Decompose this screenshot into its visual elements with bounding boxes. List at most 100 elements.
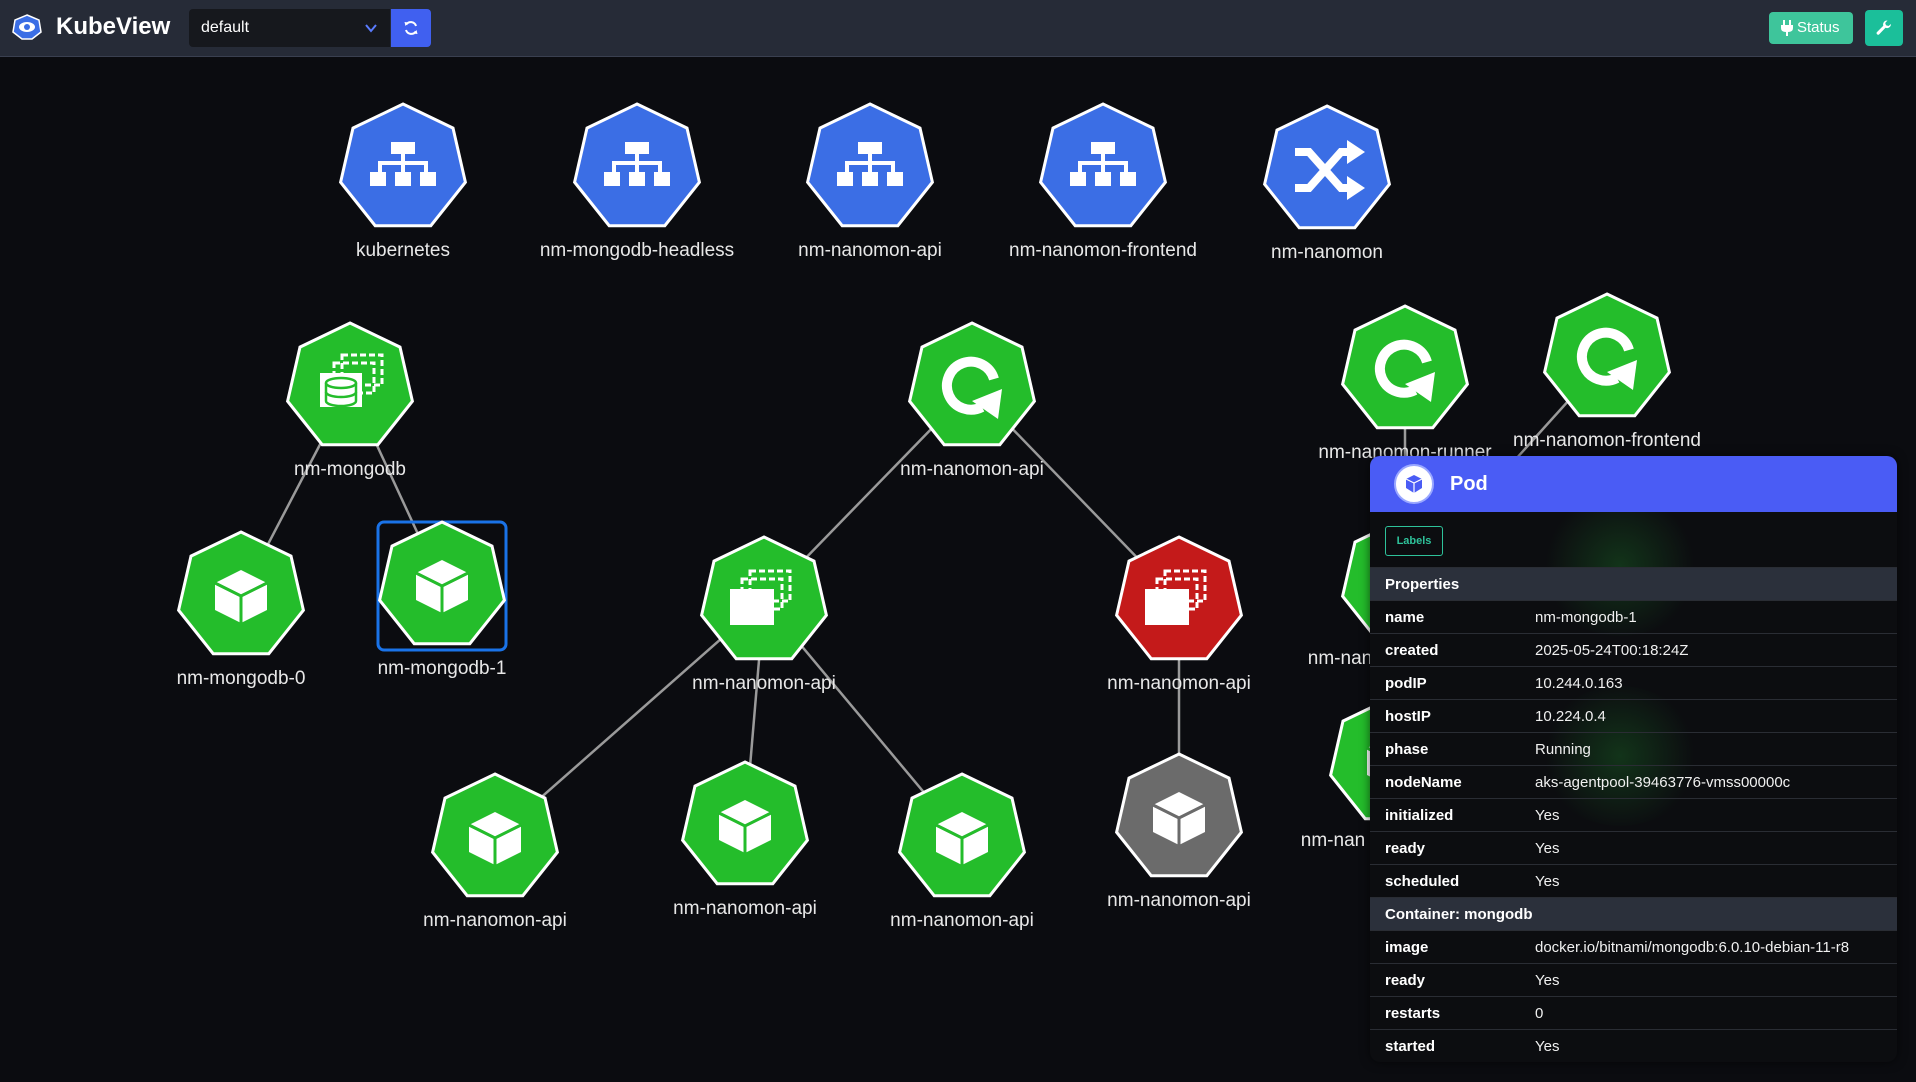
- property-value: 10.224.0.4: [1535, 708, 1606, 725]
- plug-icon: [1781, 20, 1793, 36]
- property-row: image docker.io/bitnami/mongodb:6.0.10-de…: [1370, 930, 1897, 963]
- node-label: nm-nanomon-api: [692, 673, 836, 694]
- deployment-icon: [1374, 339, 1435, 402]
- property-value: Yes: [1535, 840, 1560, 857]
- property-key: started: [1385, 1038, 1436, 1055]
- wrench-icon: [1876, 20, 1892, 35]
- graph-node-svc-nanomon-frontend[interactable]: nm-nanomon-frontend: [1009, 102, 1197, 261]
- graph-node-deploy-frontend[interactable]: nm-nanomon-frontend: [1513, 292, 1701, 451]
- node-label: nm-nanomon-api: [798, 240, 942, 261]
- service-icon: [1070, 142, 1136, 186]
- refresh-icon: [404, 21, 418, 35]
- pod-icon: [415, 560, 469, 613]
- namespace-select[interactable]: default: [189, 9, 390, 47]
- property-key: ready: [1385, 972, 1426, 989]
- property-row: podIP 10.244.0.163: [1370, 666, 1897, 699]
- node-shape: [907, 321, 1037, 447]
- node-label: nm-mongodb: [294, 459, 406, 480]
- graph-node-rs-api-b[interactable]: nm-nanomon-api: [1107, 535, 1251, 694]
- pod-icon: [1152, 792, 1206, 845]
- chevron-down-icon: [365, 24, 377, 33]
- resource-graph[interactable]: kubernetes nm-mongodb-headless nm-nanomo…: [0, 56, 1916, 1082]
- node-label: nm-nanomon-api: [423, 910, 567, 931]
- pod-badge-icon: [1394, 464, 1434, 504]
- pod-icon: [214, 570, 268, 623]
- property-row: created 2025-05-24T00:18:24Z: [1370, 633, 1897, 666]
- deployment-icon: [1576, 327, 1637, 390]
- graph-node-pod-api-1[interactable]: nm-nanomon-api: [423, 772, 567, 931]
- property-value: aks-agentpool-39463776-vmss00000c: [1535, 774, 1791, 791]
- deployment-icon: [941, 356, 1002, 419]
- property-key: image: [1385, 939, 1429, 956]
- node-label: nm-nanomon-frontend: [1009, 240, 1197, 261]
- property-row: hostIP 10.224.0.4: [1370, 699, 1897, 732]
- node-label: kubernetes: [356, 240, 450, 261]
- property-key: nodeName: [1385, 774, 1462, 791]
- graph-node-rs-api-a[interactable]: nm-nanomon-api: [692, 535, 836, 694]
- property-value: 0: [1535, 1005, 1544, 1022]
- graph-node-sts-mongodb[interactable]: nm-mongodb: [285, 321, 415, 480]
- node-label: nm-mongodb-headless: [540, 240, 734, 261]
- property-value: Yes: [1535, 972, 1560, 989]
- property-key: initialized: [1385, 807, 1454, 824]
- property-value: Running: [1535, 741, 1591, 758]
- pod-icon: [718, 800, 772, 853]
- graph-node-pod-api-4[interactable]: nm-nanomon-api: [1107, 752, 1251, 911]
- tools-button[interactable]: [1865, 10, 1903, 46]
- top-bar: KubeView default Status: [0, 0, 1916, 57]
- property-value: docker.io/bitnami/mongodb:6.0.10-debian-…: [1535, 939, 1850, 956]
- graph-node-svc-nanomon-api[interactable]: nm-nanomon-api: [798, 102, 942, 261]
- graph-node-pod-mongodb-1[interactable]: nm-mongodb-1: [376, 520, 508, 679]
- property-key: hostIP: [1385, 708, 1431, 725]
- app-title: KubeView: [56, 13, 171, 40]
- graph-node-pod-api-3[interactable]: nm-nanomon-api: [890, 772, 1034, 931]
- property-key: ready: [1385, 840, 1426, 857]
- property-value: Yes: [1535, 873, 1560, 890]
- namespace-value: default: [201, 19, 250, 36]
- node-label: nm-mongodb-0: [177, 668, 306, 689]
- property-key: podIP: [1385, 675, 1427, 692]
- pod-icon: [935, 812, 989, 865]
- node-label: nm-nanomon-api: [900, 459, 1044, 480]
- labels-button[interactable]: Labels: [1385, 526, 1443, 556]
- node-label: nm-nanomon: [1271, 242, 1383, 263]
- property-row: ready Yes: [1370, 831, 1897, 864]
- panel-title: Pod: [1450, 473, 1488, 495]
- property-value: 2025-05-24T00:18:24Z: [1535, 642, 1689, 659]
- node-label: nm-nanomon-api: [1107, 890, 1251, 911]
- graph-node-pod-mongodb-0[interactable]: nm-mongodb-0: [177, 530, 306, 689]
- replicaset-icon: [730, 569, 792, 625]
- node-label: nm-nanomon-api: [1107, 673, 1251, 694]
- statefulset-icon: [320, 353, 384, 408]
- ingress-icon: [1295, 140, 1365, 200]
- refresh-button[interactable]: [391, 9, 431, 47]
- property-key: scheduled: [1385, 873, 1460, 890]
- node-label: nm-nanomon-api: [890, 910, 1034, 931]
- property-row: ready Yes: [1370, 963, 1897, 996]
- property-row: phase Running: [1370, 732, 1897, 765]
- property-value: 10.244.0.163: [1535, 675, 1623, 692]
- graph-node-deploy-api[interactable]: nm-nanomon-api: [900, 321, 1044, 480]
- status-label: Status: [1797, 19, 1840, 36]
- graph-node-deploy-runner[interactable]: nm-nanomon-runner: [1318, 304, 1492, 463]
- graph-node-pod-api-2[interactable]: nm-nanomon-api: [673, 760, 817, 919]
- node-label: nm-nanomon-api: [673, 898, 817, 919]
- graph-node-svc-kubernetes[interactable]: kubernetes: [338, 102, 468, 261]
- node-shape: [1542, 292, 1672, 418]
- pod-icon: [468, 812, 522, 865]
- service-icon: [370, 142, 436, 186]
- node-shape: [1340, 304, 1470, 430]
- service-icon: [837, 142, 903, 186]
- status-button[interactable]: Status: [1769, 12, 1853, 44]
- graph-node-svc-nanomon[interactable]: nm-nanomon: [1262, 104, 1392, 263]
- node-label: nm-nan: [1301, 830, 1365, 851]
- property-key: phase: [1385, 741, 1429, 758]
- property-key: created: [1385, 642, 1439, 659]
- graph-node-svc-mongodb-headless[interactable]: nm-mongodb-headless: [540, 102, 734, 261]
